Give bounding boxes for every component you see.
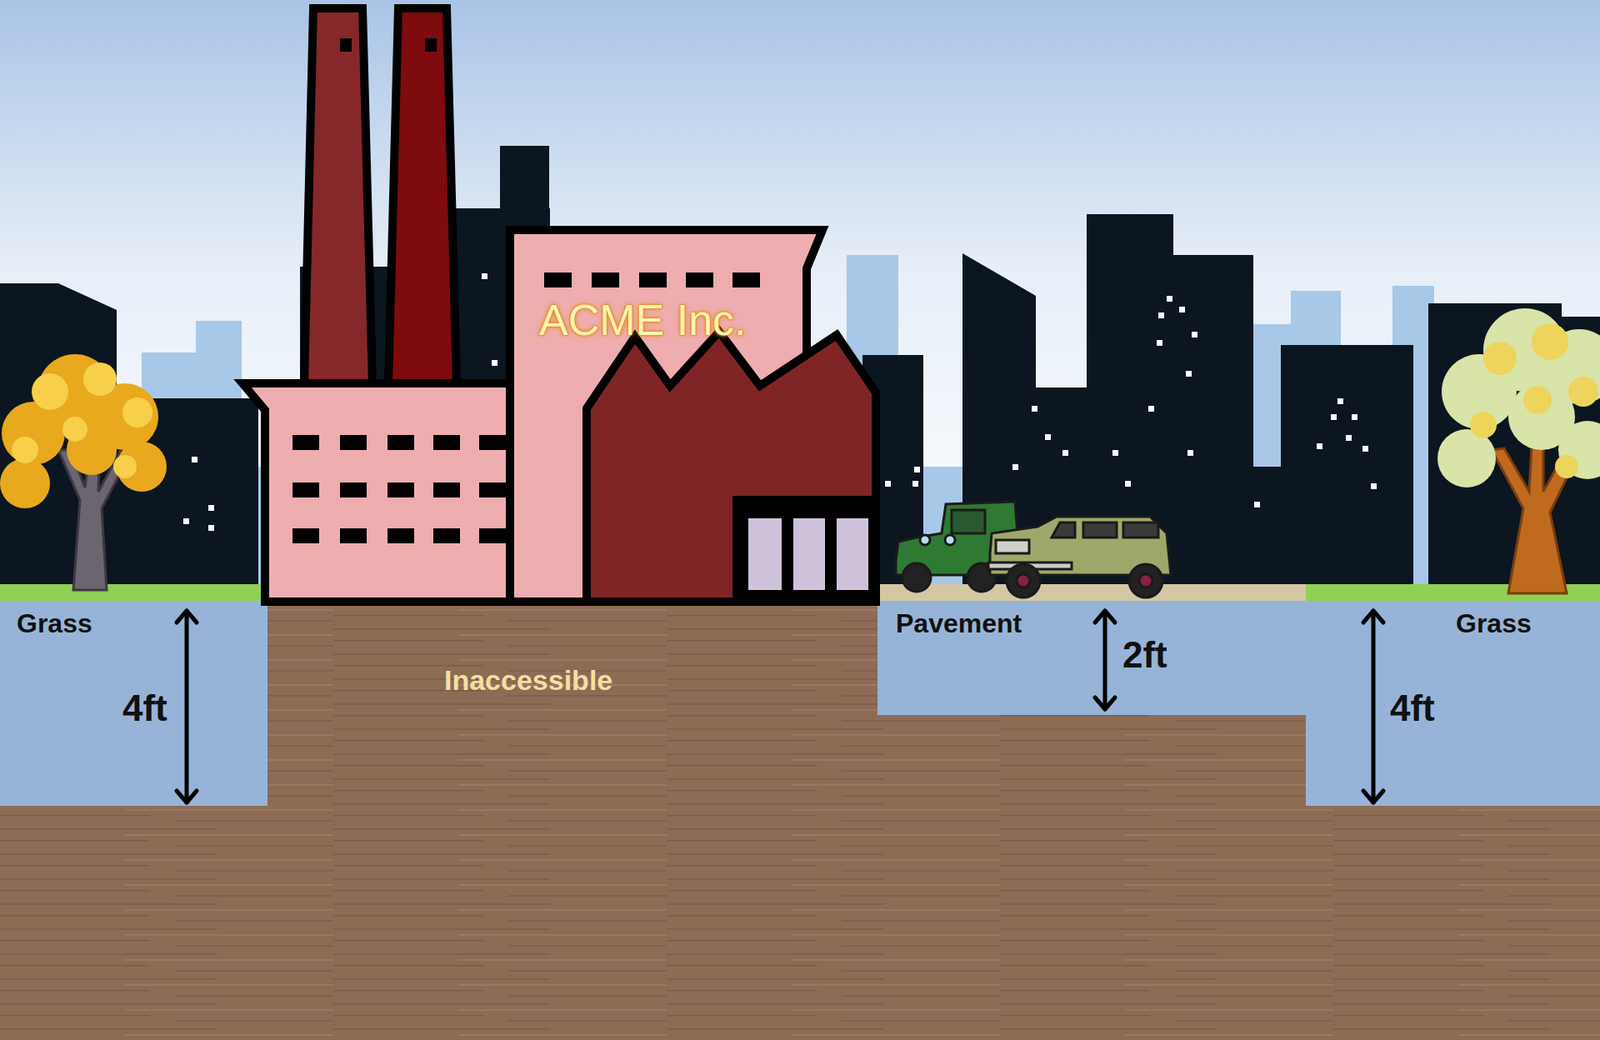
pavement-strip — [877, 584, 1306, 601]
dimension-label: 4ft — [1390, 687, 1435, 730]
dimension-label: 2ft — [1122, 634, 1168, 677]
dimension-arrow — [1363, 610, 1384, 803]
dimension-arrow — [1095, 610, 1115, 710]
tree — [1437, 308, 1600, 594]
suv — [988, 516, 1171, 598]
wood-ground — [0, 591, 1600, 1040]
surface-label: Grass — [16, 608, 93, 640]
tree — [0, 354, 167, 590]
dimension-label: 4ft — [122, 687, 168, 730]
door-panels — [748, 518, 869, 590]
grass-soil-zone — [1305, 600, 1600, 806]
company-name: ACME Inc. — [539, 295, 747, 346]
surface-label: Pavement — [895, 608, 1022, 640]
zone-label: Inaccessible — [444, 664, 613, 697]
grass-strip — [0, 584, 267, 601]
factory — [242, 8, 876, 602]
pavement-soil-zone — [877, 600, 1311, 715]
surface-label: Grass — [1455, 608, 1532, 640]
grass-soil-zone — [0, 600, 268, 806]
dimension-arrow — [176, 610, 197, 803]
factory-windows — [292, 272, 760, 544]
